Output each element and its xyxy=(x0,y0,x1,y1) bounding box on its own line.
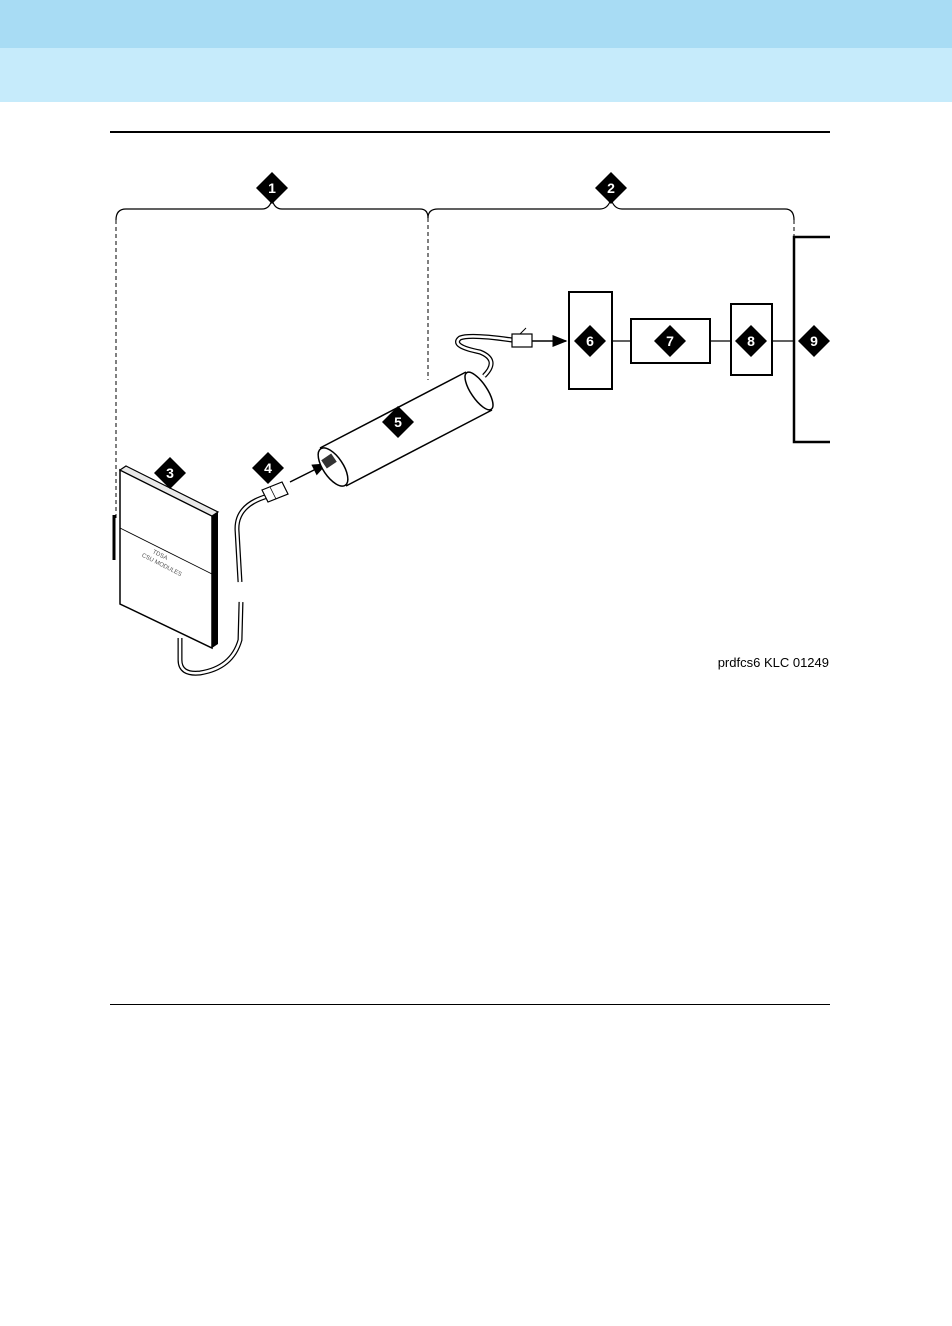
cable-upper xyxy=(237,496,268,582)
figure-id: prdfcs6 KLC 01249 xyxy=(718,655,829,670)
callout-1: 1 xyxy=(256,172,288,204)
svg-text:2: 2 xyxy=(607,180,615,196)
svg-text:9: 9 xyxy=(810,333,818,349)
modular-plug xyxy=(512,328,532,347)
cable-plug xyxy=(262,482,288,502)
callout-9: 9 xyxy=(798,325,830,357)
callout-4: 4 xyxy=(252,452,284,484)
svg-text:3: 3 xyxy=(166,465,174,481)
svg-text:7: 7 xyxy=(666,333,674,349)
svg-text:1: 1 xyxy=(268,180,276,196)
adapter-cable xyxy=(458,336,513,376)
callout-2: 2 xyxy=(595,172,627,204)
svg-text:4: 4 xyxy=(264,460,272,476)
svg-text:5: 5 xyxy=(394,414,402,430)
svg-text:8: 8 xyxy=(747,333,755,349)
csu-module-card: TDSA CSU MODULES xyxy=(114,466,218,648)
svg-text:6: 6 xyxy=(586,333,594,349)
